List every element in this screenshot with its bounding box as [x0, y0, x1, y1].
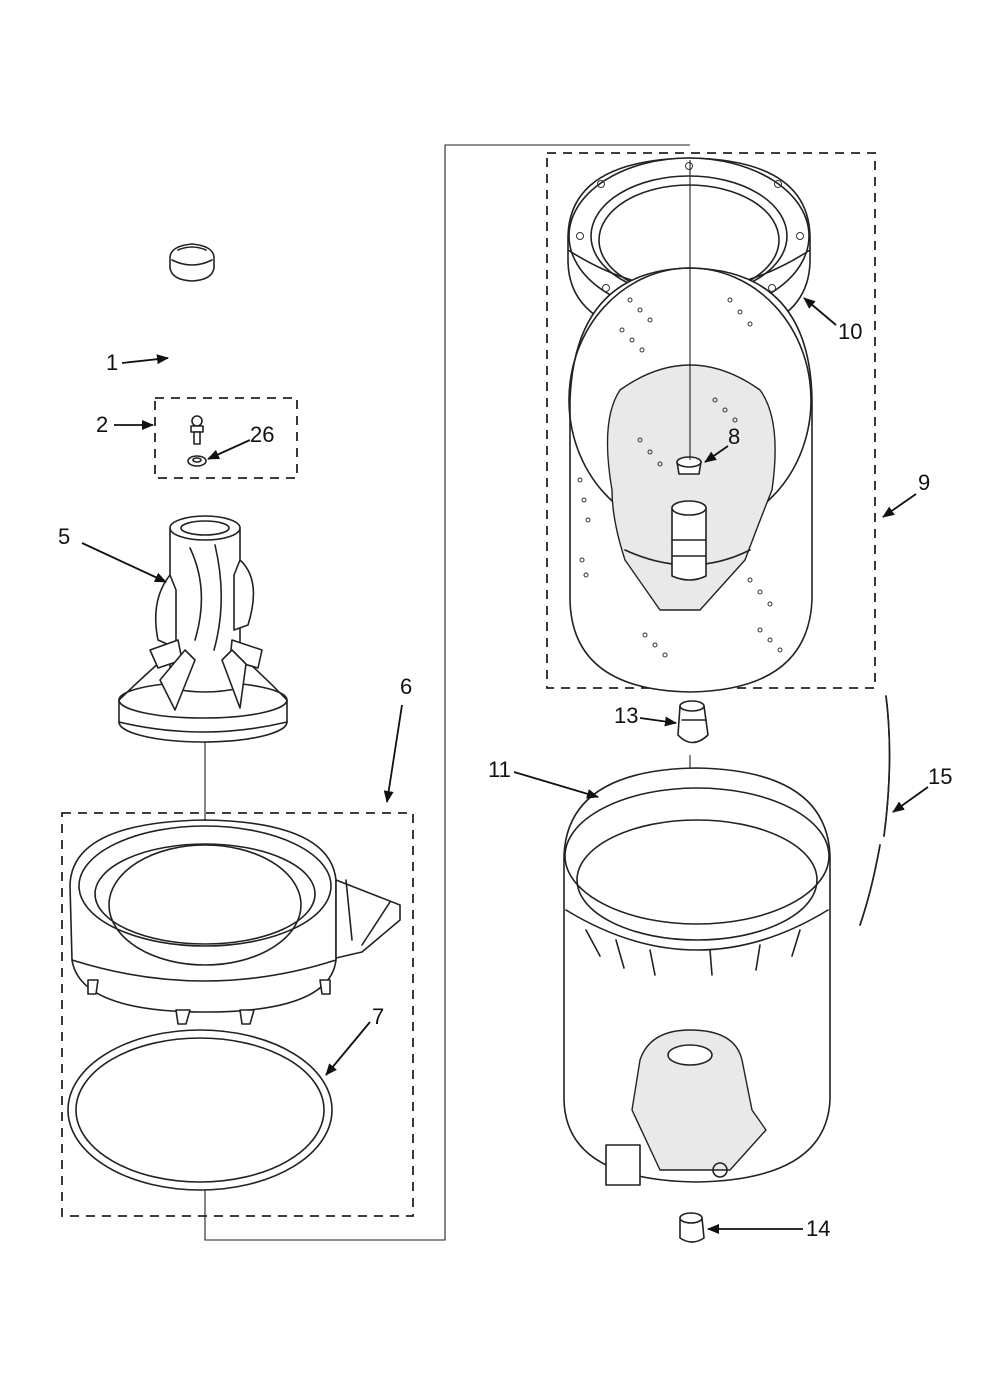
svg-text:5: 5 — [58, 524, 70, 549]
svg-text:8: 8 — [728, 424, 740, 449]
part-1-cap — [169, 243, 215, 282]
callout-14: 14 — [707, 1216, 830, 1241]
group-box-2 — [154, 397, 298, 479]
part-14-plug — [679, 1212, 705, 1243]
part-5-agitator — [118, 515, 288, 743]
callout-11: 11 — [488, 757, 599, 799]
svg-text:13: 13 — [614, 703, 638, 728]
callout-5: 5 — [58, 524, 167, 583]
svg-text:9: 9 — [918, 470, 930, 495]
svg-text:2: 2 — [96, 412, 108, 437]
svg-text:6: 6 — [400, 674, 412, 699]
part-6-tub-ring — [69, 819, 401, 1025]
callout-6: 6 — [383, 674, 412, 803]
callout-8: 8 — [704, 424, 740, 463]
svg-text:7: 7 — [372, 1004, 384, 1029]
assembly-connector-line — [204, 144, 690, 1241]
part-13-seal — [677, 700, 709, 744]
svg-text:11: 11 — [488, 757, 511, 782]
svg-text:1: 1 — [106, 350, 118, 375]
callout-13: 13 — [614, 703, 677, 728]
callout-10: 10 — [803, 297, 862, 344]
svg-text:10: 10 — [838, 319, 862, 344]
part-7-seal-ring — [67, 1029, 333, 1191]
part-11-outer-tub — [563, 767, 831, 1186]
callout-2: 2 — [96, 412, 154, 437]
callout-15: 15 — [892, 764, 952, 813]
group-box-6 — [61, 812, 414, 1217]
part-9-basket — [568, 267, 813, 693]
callout-26: 26 — [207, 422, 274, 460]
part-2-screw — [190, 415, 204, 445]
svg-text:14: 14 — [806, 1216, 830, 1241]
part-8-nut — [676, 456, 702, 475]
callout-7: 7 — [325, 1004, 384, 1076]
callout-9: 9 — [882, 470, 930, 518]
svg-text:26: 26 — [250, 422, 274, 447]
part-15-hose — [859, 695, 891, 926]
svg-text:15: 15 — [928, 764, 952, 789]
callout-1: 1 — [106, 350, 169, 375]
part-26-washer — [187, 455, 207, 467]
